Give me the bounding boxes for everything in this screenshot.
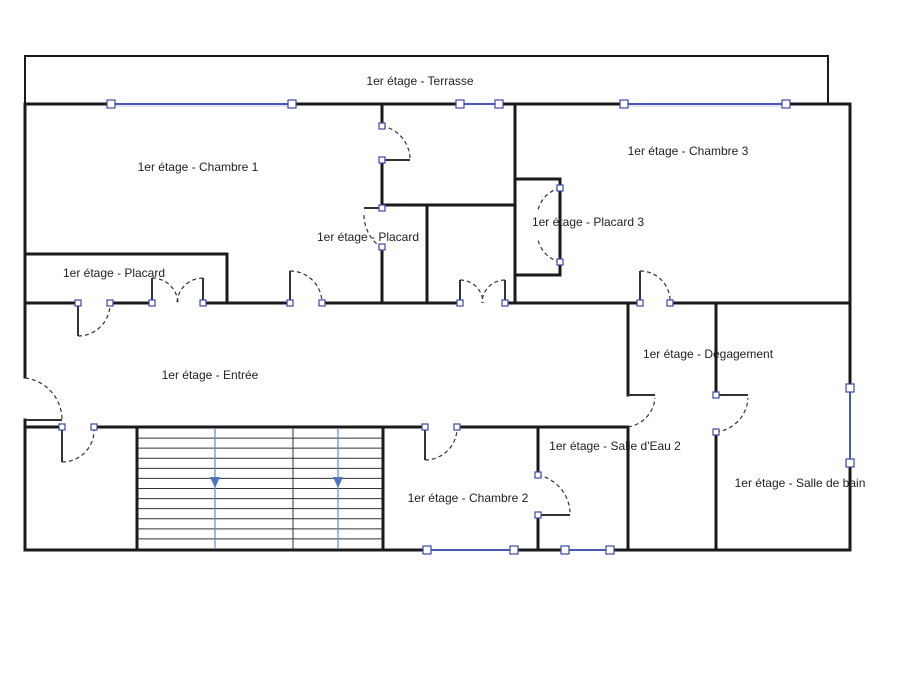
room-labels: 1er étage - Terrasse 1er étage - Chambre… bbox=[63, 74, 865, 505]
door-west-room bbox=[58, 423, 98, 463]
door-degagement bbox=[627, 394, 656, 428]
door-chambre3-corridor bbox=[636, 270, 674, 307]
label-placard3: 1er étage - Placard 3 bbox=[532, 215, 644, 229]
label-placard-west: 1er étage - Placard bbox=[63, 266, 165, 280]
door-chambre1-corridor bbox=[286, 270, 326, 307]
door-placard-corridor bbox=[456, 279, 509, 307]
door-salle-eau2 bbox=[534, 471, 571, 519]
label-degagement: 1er étage - Dégagement bbox=[643, 347, 774, 361]
door-entrance bbox=[24, 377, 63, 421]
door-placard-west bbox=[363, 204, 386, 251]
door-placard3 bbox=[537, 184, 564, 266]
label-terrasse: 1er étage - Terrasse bbox=[366, 74, 473, 88]
label-chambre1: 1er étage - Chambre 1 bbox=[138, 160, 259, 174]
door-chambre1-placard bbox=[378, 122, 411, 164]
door-salle-bain bbox=[712, 391, 749, 436]
label-chambre3: 1er étage - Chambre 3 bbox=[628, 144, 749, 158]
exterior-walls bbox=[23, 102, 852, 552]
stair-direction-arrow bbox=[210, 477, 220, 488]
label-chambre2: 1er étage - Chambre 2 bbox=[408, 491, 529, 505]
label-entree: 1er étage - Entrée bbox=[162, 368, 259, 382]
terrace-outline bbox=[24, 55, 829, 103]
staircase bbox=[138, 428, 382, 549]
door-west-placard bbox=[148, 277, 207, 307]
door-placard-corridor-west bbox=[74, 299, 114, 337]
door-chambre2 bbox=[421, 423, 461, 461]
stair-direction-arrow bbox=[333, 477, 343, 488]
label-salle-eau2: 1er étage - Salle d'Eau 2 bbox=[549, 439, 681, 453]
label-salle-bain: 1er étage - Salle de bain bbox=[735, 476, 866, 490]
windows bbox=[106, 99, 855, 555]
interior-walls bbox=[23, 102, 852, 552]
doors bbox=[24, 122, 749, 519]
label-placard: 1er étage - Placard bbox=[317, 230, 419, 244]
